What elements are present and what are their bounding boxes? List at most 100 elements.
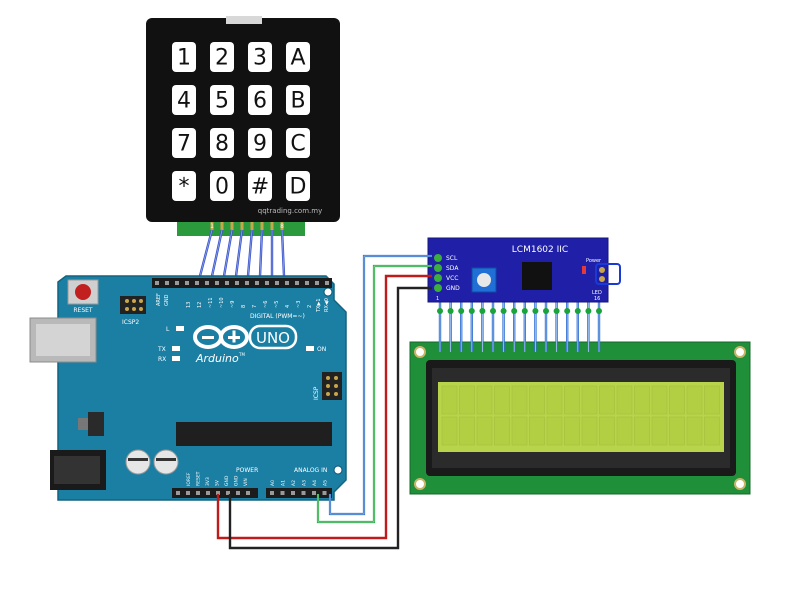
- icsp-header: [322, 372, 342, 400]
- power-pin-holes: [176, 491, 250, 495]
- potentiometer[interactable]: [471, 267, 497, 293]
- lcd-pin-pad: [521, 308, 528, 314]
- digital-pin-hole: [325, 281, 329, 285]
- keypad-key[interactable]: [210, 128, 234, 158]
- keypad-key-label: 0: [215, 175, 229, 200]
- analog-pin-label: A0: [270, 480, 276, 486]
- digital-pin-hole: [315, 281, 319, 285]
- tx0-label: TX▶1: [316, 298, 322, 313]
- keypad-key[interactable]: [172, 128, 196, 158]
- keypad-key-label: 9: [253, 132, 267, 157]
- lcd-pin-pad: [500, 308, 507, 314]
- keypad-key[interactable]: [210, 171, 234, 201]
- power-pin-label: GND: [234, 475, 240, 486]
- lcd-char-grid: [441, 385, 720, 446]
- lcd-char-cell: [459, 385, 475, 415]
- keypad-key[interactable]: [286, 171, 310, 201]
- power-pin-hole: [206, 491, 210, 495]
- i2c-module: SCL SDA VCC GND 1 16 LCM1602 IIC Power L…: [427, 237, 621, 303]
- keypad-key[interactable]: [286, 85, 310, 115]
- digital-pin-label: 2: [307, 305, 313, 308]
- lcd-char-cell: [669, 416, 685, 446]
- digital-pin-hole: [225, 281, 229, 285]
- wire-vcc-red: [216, 274, 432, 540]
- analog-pin-hole: [291, 491, 295, 495]
- keypad-key-label: D: [290, 175, 307, 200]
- lcd-pin-pad: [479, 308, 486, 314]
- analog-pin-label: A4: [312, 480, 318, 486]
- digital-header: [152, 278, 332, 288]
- keypad-key[interactable]: [248, 42, 272, 72]
- keypad-key[interactable]: [172, 42, 196, 72]
- lcd-char-cell: [546, 416, 563, 446]
- keypad-key-label: #: [251, 175, 269, 200]
- lcd-char-cell: [546, 385, 563, 415]
- keypad-key-label: 1: [177, 46, 191, 71]
- lcd-char-cell: [616, 416, 633, 446]
- lcd-char-cell: [686, 416, 703, 446]
- reset-button-cap[interactable]: [75, 284, 91, 300]
- keypad-key-label: B: [290, 89, 305, 114]
- tx-label: TX: [157, 346, 166, 353]
- potentiometer-knob[interactable]: [477, 273, 491, 287]
- keypad-key[interactable]: [286, 42, 310, 72]
- lcd-char-cell: [529, 416, 545, 446]
- keypad-key-label: 3: [253, 46, 267, 71]
- lcd-pin-pad: [574, 308, 581, 314]
- keypad-key[interactable]: [172, 171, 196, 201]
- digital-pin-label: 12: [197, 302, 203, 308]
- digital-pin-hole: [275, 281, 279, 285]
- keypad-key-label: 8: [215, 132, 229, 157]
- lcd-char-cell: [494, 385, 510, 415]
- keypad-key-label: 6: [253, 89, 267, 114]
- power-label: POWER: [236, 467, 258, 474]
- power-pin-hole: [186, 491, 190, 495]
- lcd-char-cell: [634, 385, 650, 415]
- power-pin-hole: [246, 491, 250, 495]
- lcd-char-cell: [599, 385, 615, 415]
- digital-pin-label: ~11: [208, 297, 214, 308]
- icsp-label: ICSP: [313, 386, 320, 400]
- lcd-char-cell: [651, 416, 668, 446]
- keypad-key[interactable]: [248, 85, 272, 115]
- power-pin-hole: [196, 491, 200, 495]
- lcd-pin-pad: [490, 308, 496, 314]
- lcd-mount-hole: [734, 346, 746, 358]
- i2c-pin-one: 1: [436, 296, 439, 302]
- keypad-key[interactable]: [172, 85, 196, 115]
- aref-label: AREF: [156, 293, 162, 306]
- digital-pin-hole: [245, 281, 249, 285]
- digital-pin-hole: [235, 281, 239, 285]
- digital-pin-hole: [165, 281, 169, 285]
- keypad-key-label: 4: [177, 89, 191, 114]
- keypad-pin-label-1: 1: [210, 223, 214, 230]
- digital-pin-hole: [175, 281, 179, 285]
- keypad-pin: [250, 218, 254, 230]
- i2c-board: [427, 237, 609, 303]
- keypad-key[interactable]: [248, 128, 272, 158]
- keypad-key[interactable]: [210, 42, 234, 72]
- led-rx: [172, 356, 180, 361]
- i2c-chip: [522, 262, 552, 290]
- keypad-pin: [240, 218, 244, 230]
- led-jumper-label: LED: [592, 290, 602, 296]
- i2c-wires: [216, 254, 432, 550]
- arduino-logo: [193, 325, 249, 349]
- lcd-pin-pad: [532, 308, 539, 314]
- uno-badge: [248, 324, 298, 350]
- keypad-key[interactable]: [210, 85, 234, 115]
- keypad-key-label: C: [290, 132, 305, 157]
- led-jumper[interactable]: [595, 263, 621, 285]
- lcd-char-cell: [651, 385, 668, 415]
- power-pin-label: RESET: [196, 471, 202, 486]
- atmega-chip: [176, 422, 332, 446]
- analog-pin-holes: [270, 491, 327, 495]
- rx-label: RX: [158, 356, 166, 363]
- keypad-key[interactable]: [248, 171, 272, 201]
- keypad-key[interactable]: [286, 128, 310, 158]
- analog-pin-hole: [280, 491, 285, 495]
- lcd-pin-pad: [564, 308, 571, 314]
- lcd-char-cell: [704, 385, 720, 415]
